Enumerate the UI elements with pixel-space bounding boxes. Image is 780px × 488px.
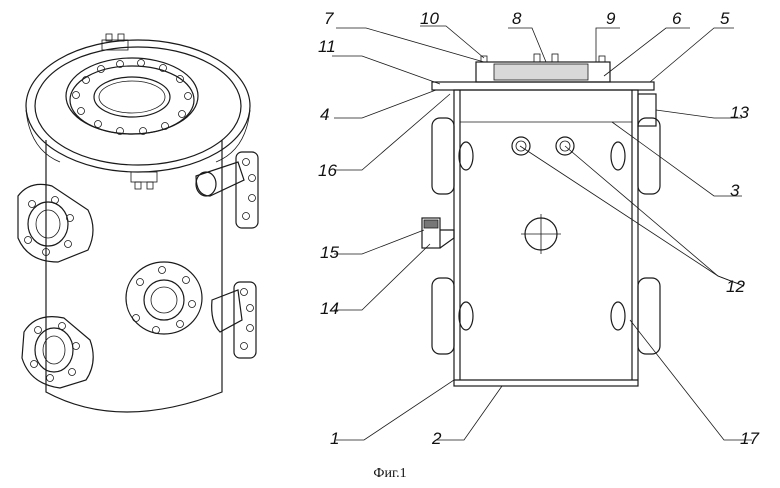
figure-caption: Фиг.1 [0,466,780,482]
side-fitting [422,218,454,248]
label-10: 10 [420,9,439,28]
port-upper-right [196,152,258,228]
lid-plate-edge [70,66,194,134]
port-lower-right [212,282,256,358]
label-13: 13 [730,103,749,122]
left-flange-lower [432,278,473,354]
leader-lines [332,26,752,440]
section-view: 7 10 8 9 6 5 11 4 16 13 3 12 15 14 1 2 1… [318,9,759,448]
left-flange-upper [432,118,473,194]
label-12: 12 [726,277,745,296]
lid-window [94,77,170,117]
label-15: 15 [320,243,339,262]
label-7: 7 [324,9,334,28]
label-1: 1 [330,429,339,448]
label-3: 3 [730,181,740,200]
lid-window-glass [99,81,165,113]
flange-edge [26,110,250,162]
small-port-1 [512,137,530,155]
label-4: 4 [320,105,329,124]
label-6: 6 [672,9,682,28]
label-2: 2 [431,429,442,448]
isometric-vessel-view [18,34,258,412]
label-17: 17 [740,429,759,448]
label-16: 16 [318,161,337,180]
port-upper-left [18,184,93,262]
label-8: 8 [512,9,522,28]
lid-bolts [73,60,192,135]
rim-clamps [102,34,157,189]
label-5: 5 [720,9,730,28]
label-9: 9 [606,9,616,28]
lid-window-section [494,64,588,80]
label-14: 14 [320,299,339,318]
top-flange-outer [26,40,250,172]
top-flange [432,82,654,90]
port-front [126,262,202,334]
right-flange-lower [611,278,660,354]
label-11: 11 [318,37,336,56]
vessel-section [454,90,638,386]
port-lower-left [22,317,93,388]
right-flange-upper [611,118,660,194]
side-box [638,94,656,126]
